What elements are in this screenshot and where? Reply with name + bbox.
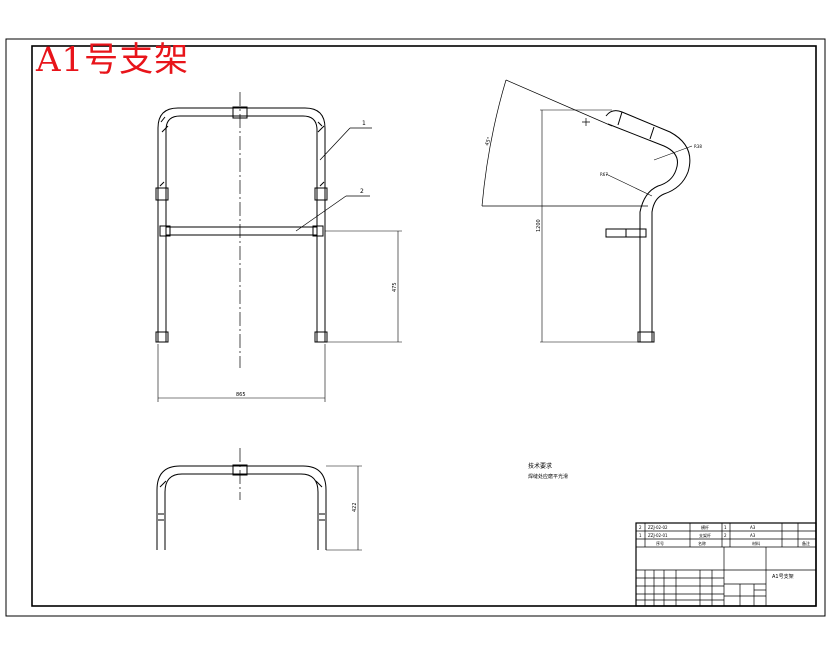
side-tube-outer bbox=[605, 110, 691, 342]
front-crossbar bbox=[165, 226, 318, 236]
bom-header-material: 材料 bbox=[752, 540, 760, 546]
bom-row1-no: 1 bbox=[639, 533, 642, 538]
bom-header-remark: 备注 bbox=[802, 540, 810, 546]
front-crossbar-right-end bbox=[312, 225, 324, 237]
side-center-mark bbox=[582, 118, 590, 126]
bom-row2-no: 2 bbox=[639, 525, 642, 530]
bom-row1-qty: 2 bbox=[724, 533, 727, 538]
side-radius-leader-large bbox=[653, 145, 693, 161]
part-label-1: 1 bbox=[362, 120, 366, 127]
dim-front-lower-height: 475 bbox=[392, 282, 398, 292]
bom-row2-material: A3 bbox=[750, 525, 756, 530]
part-label-2: 2 bbox=[360, 188, 364, 195]
bom-row2-code: ZZJ-02-02 bbox=[648, 525, 668, 530]
dim-front-width: 865 bbox=[236, 392, 246, 398]
leader-part-1 bbox=[319, 127, 351, 161]
top-joint bbox=[232, 464, 248, 476]
bom-row2-qty: 1 bbox=[724, 525, 727, 530]
inner-frame bbox=[31, 45, 817, 607]
dim-side-radius-large: R38 bbox=[694, 144, 702, 149]
front-left-foot bbox=[155, 331, 169, 343]
front-right-foot bbox=[314, 331, 328, 343]
dim-side-angle: 45° bbox=[484, 136, 493, 147]
bom-row2-name: 横杆 bbox=[701, 524, 709, 530]
side-angle-arc bbox=[481, 79, 507, 207]
drawing-title: A1号支架 bbox=[36, 40, 190, 80]
leader-part-2 bbox=[295, 195, 347, 232]
front-left-sleeve-upper bbox=[155, 187, 169, 201]
front-frame-outer bbox=[157, 107, 326, 342]
outer-frame bbox=[5, 38, 826, 617]
side-view bbox=[481, 79, 693, 343]
side-tube-inner bbox=[607, 123, 678, 342]
side-radius-leader-small bbox=[605, 173, 653, 197]
front-top-joint bbox=[232, 106, 248, 119]
top-frame-outer bbox=[156, 465, 327, 550]
title-block bbox=[635, 522, 817, 607]
note-title: 技术要求 bbox=[528, 462, 552, 470]
front-left-bend-mark bbox=[160, 116, 325, 133]
dim-side-radius-small: R67 bbox=[600, 172, 608, 177]
title-block-product-name: A1号支架 bbox=[772, 573, 794, 580]
top-frame-inner bbox=[164, 473, 319, 550]
bom-header-no: 序号 bbox=[656, 540, 664, 546]
dim-side-height: 1200 bbox=[536, 219, 542, 232]
dim-top-depth: 422 bbox=[352, 502, 358, 512]
front-right-sleeve-upper bbox=[314, 187, 328, 201]
front-crossbar-left-end bbox=[159, 225, 171, 237]
bom-row1-material: A3 bbox=[750, 533, 756, 538]
top-view bbox=[156, 448, 362, 551]
note-line-1: 焊缝处应磨平光滑 bbox=[528, 473, 568, 480]
side-angle-line bbox=[505, 79, 613, 127]
front-view bbox=[155, 92, 402, 402]
front-frame-inner bbox=[165, 115, 318, 342]
bom-row1-name: 支架杆 bbox=[699, 532, 711, 538]
bom-header-name: 名称 bbox=[698, 540, 706, 546]
bom-row1-code: ZZJ-02-01 bbox=[648, 533, 668, 538]
